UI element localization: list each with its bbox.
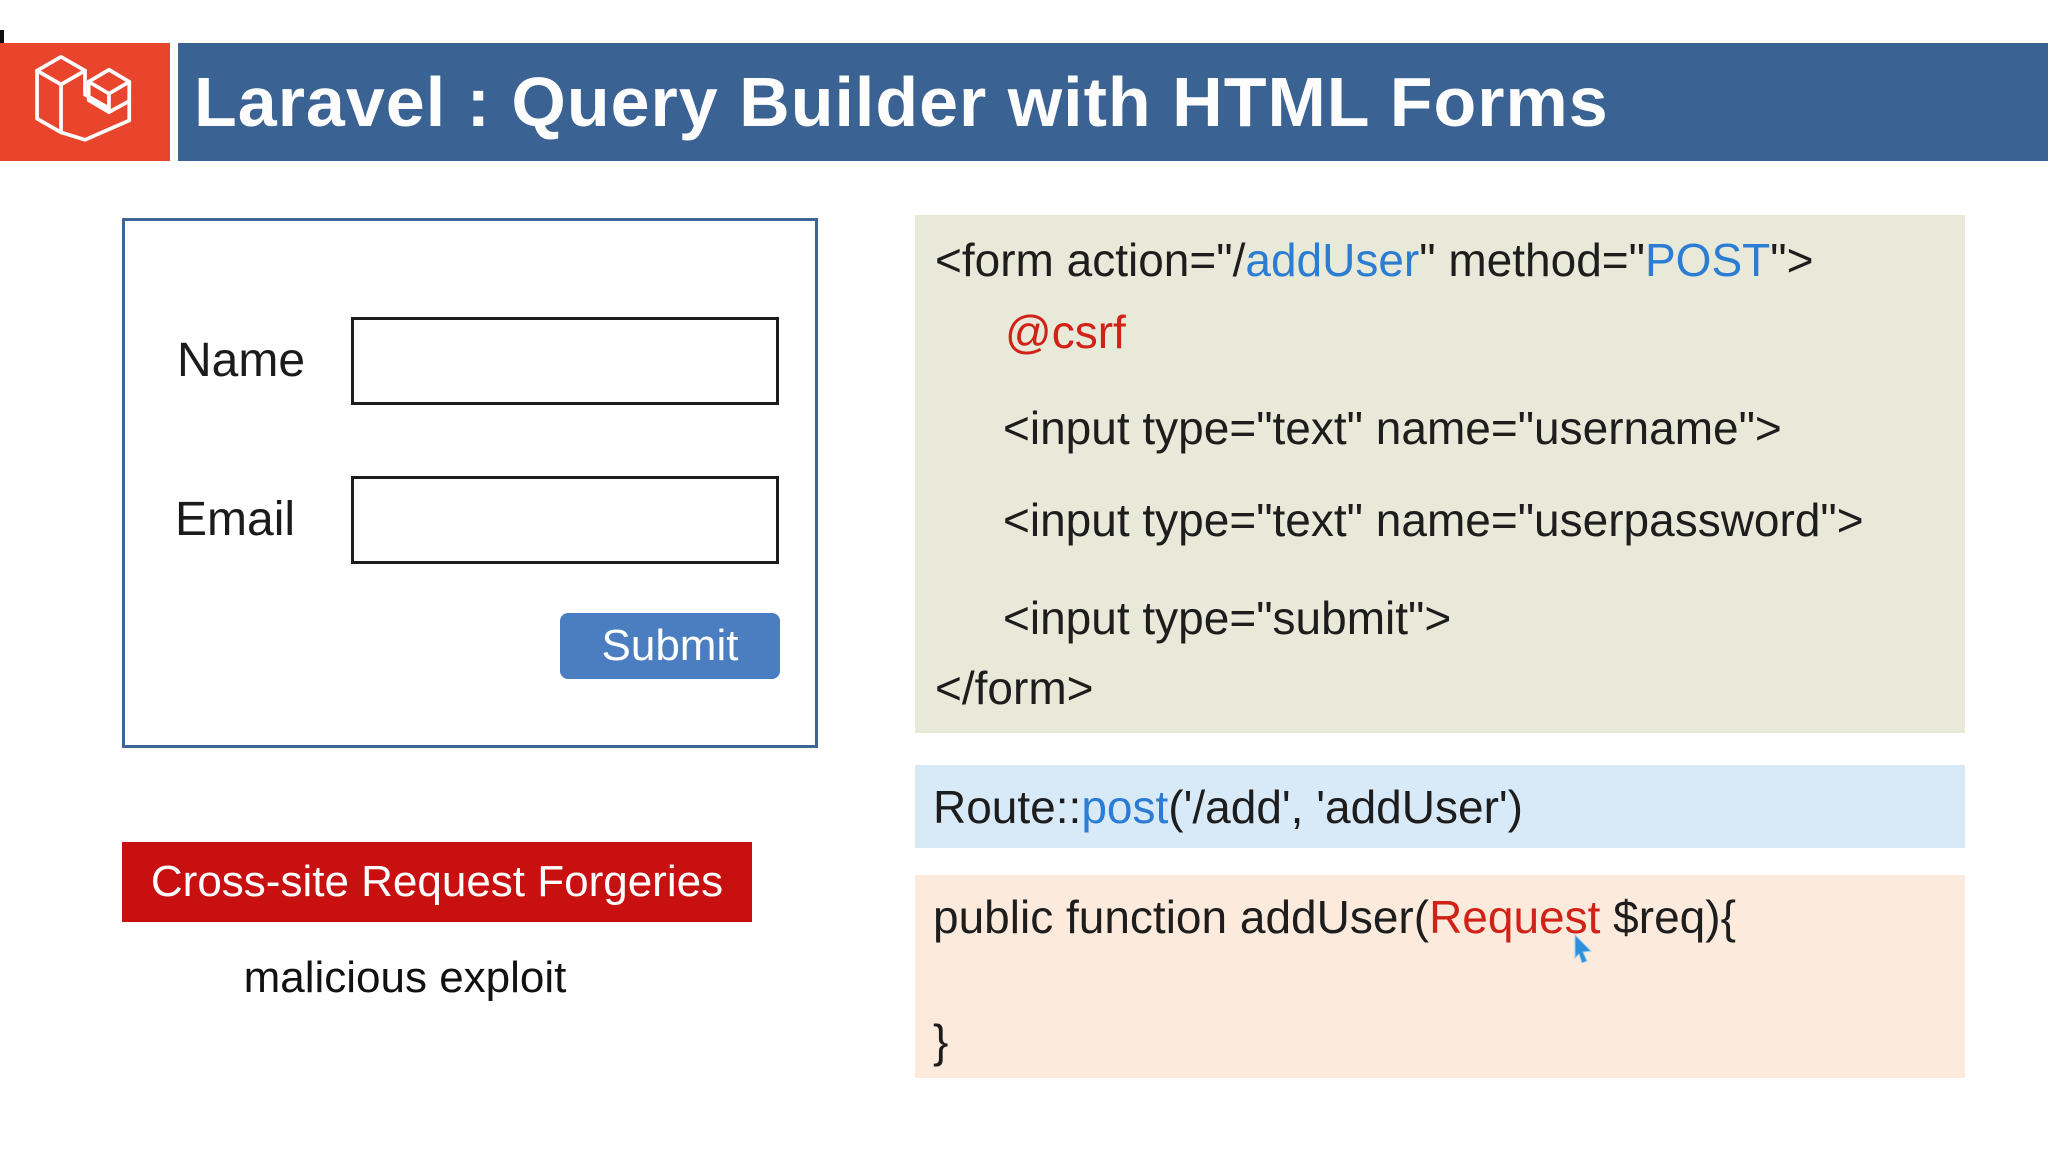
route-code-block: Route::post('/add', 'addUser')	[915, 765, 1965, 848]
controller-code-block: public function addUser(Request $req){ }	[915, 875, 1965, 1078]
csrf-banner: Cross-site Request Forgeries	[122, 842, 752, 922]
laravel-logo-tile	[0, 43, 170, 161]
mouse-cursor-icon	[1574, 934, 1593, 964]
csrf-caption: malicious exploit	[243, 953, 567, 1002]
code-line-input-userpassword: <input type="text" name="userpassword">	[1003, 494, 1864, 546]
email-input[interactable]	[351, 476, 779, 564]
email-label: Email	[175, 493, 296, 546]
form-mockup-panel: Name Email Submit	[122, 218, 818, 748]
code-line-input-submit: <input type="submit">	[1003, 592, 1452, 644]
name-input[interactable]	[351, 317, 779, 405]
code-line-csrf: @csrf	[1005, 306, 1126, 358]
code-line-route: Route::post('/add', 'addUser')	[933, 780, 1523, 833]
html-form-code-block: <form action="/addUser" method="POST"> @…	[915, 215, 1965, 733]
code-line-input-username: <input type="text" name="username">	[1003, 402, 1782, 454]
code-line-controller-signature: public function addUser(Request $req){	[933, 891, 1736, 943]
laravel-logo-icon	[35, 54, 132, 142]
page-title: Laravel : Query Builder with HTML Forms	[194, 63, 1609, 141]
code-line-controller-close: }	[933, 1015, 949, 1067]
submit-button[interactable]: Submit	[560, 613, 780, 679]
title-bar: Laravel : Query Builder with HTML Forms	[178, 43, 2048, 161]
code-line-form-close: </form>	[935, 662, 1094, 714]
code-line-form-open: <form action="/addUser" method="POST">	[935, 234, 1814, 286]
name-label: Name	[177, 334, 306, 387]
